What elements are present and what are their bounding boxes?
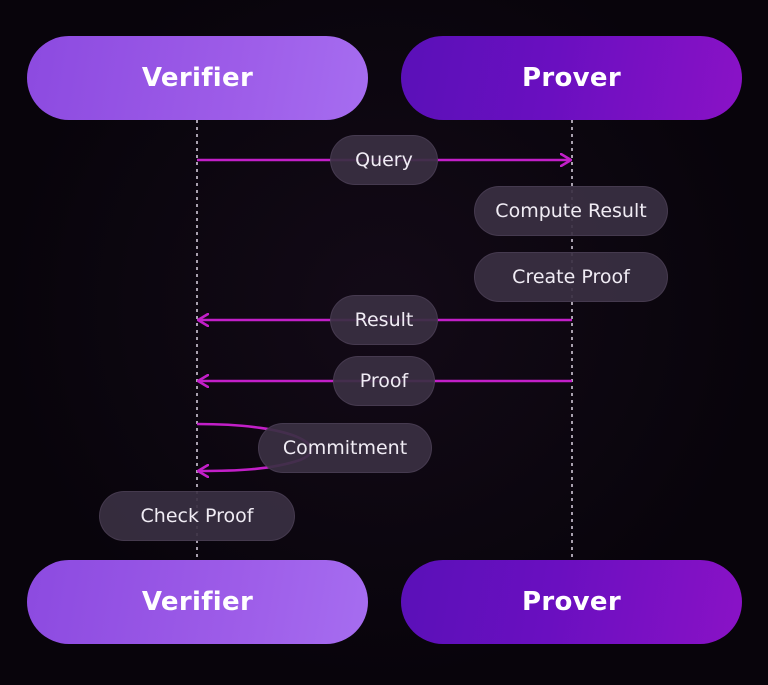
- query-message-label: Query: [330, 135, 438, 185]
- prover-header: Prover: [401, 36, 742, 120]
- result-message-label: Result: [330, 295, 438, 345]
- check-proof-activity: Check Proof: [99, 491, 295, 541]
- proof-message-label: Proof: [333, 356, 435, 406]
- compute-result-activity: Compute Result: [474, 186, 668, 236]
- commitment-message-label: Commitment: [258, 423, 432, 473]
- verifier-header: Verifier: [27, 36, 368, 120]
- verifier-footer: Verifier: [27, 560, 368, 644]
- prover-footer: Prover: [401, 560, 742, 644]
- create-proof-activity: Create Proof: [474, 252, 668, 302]
